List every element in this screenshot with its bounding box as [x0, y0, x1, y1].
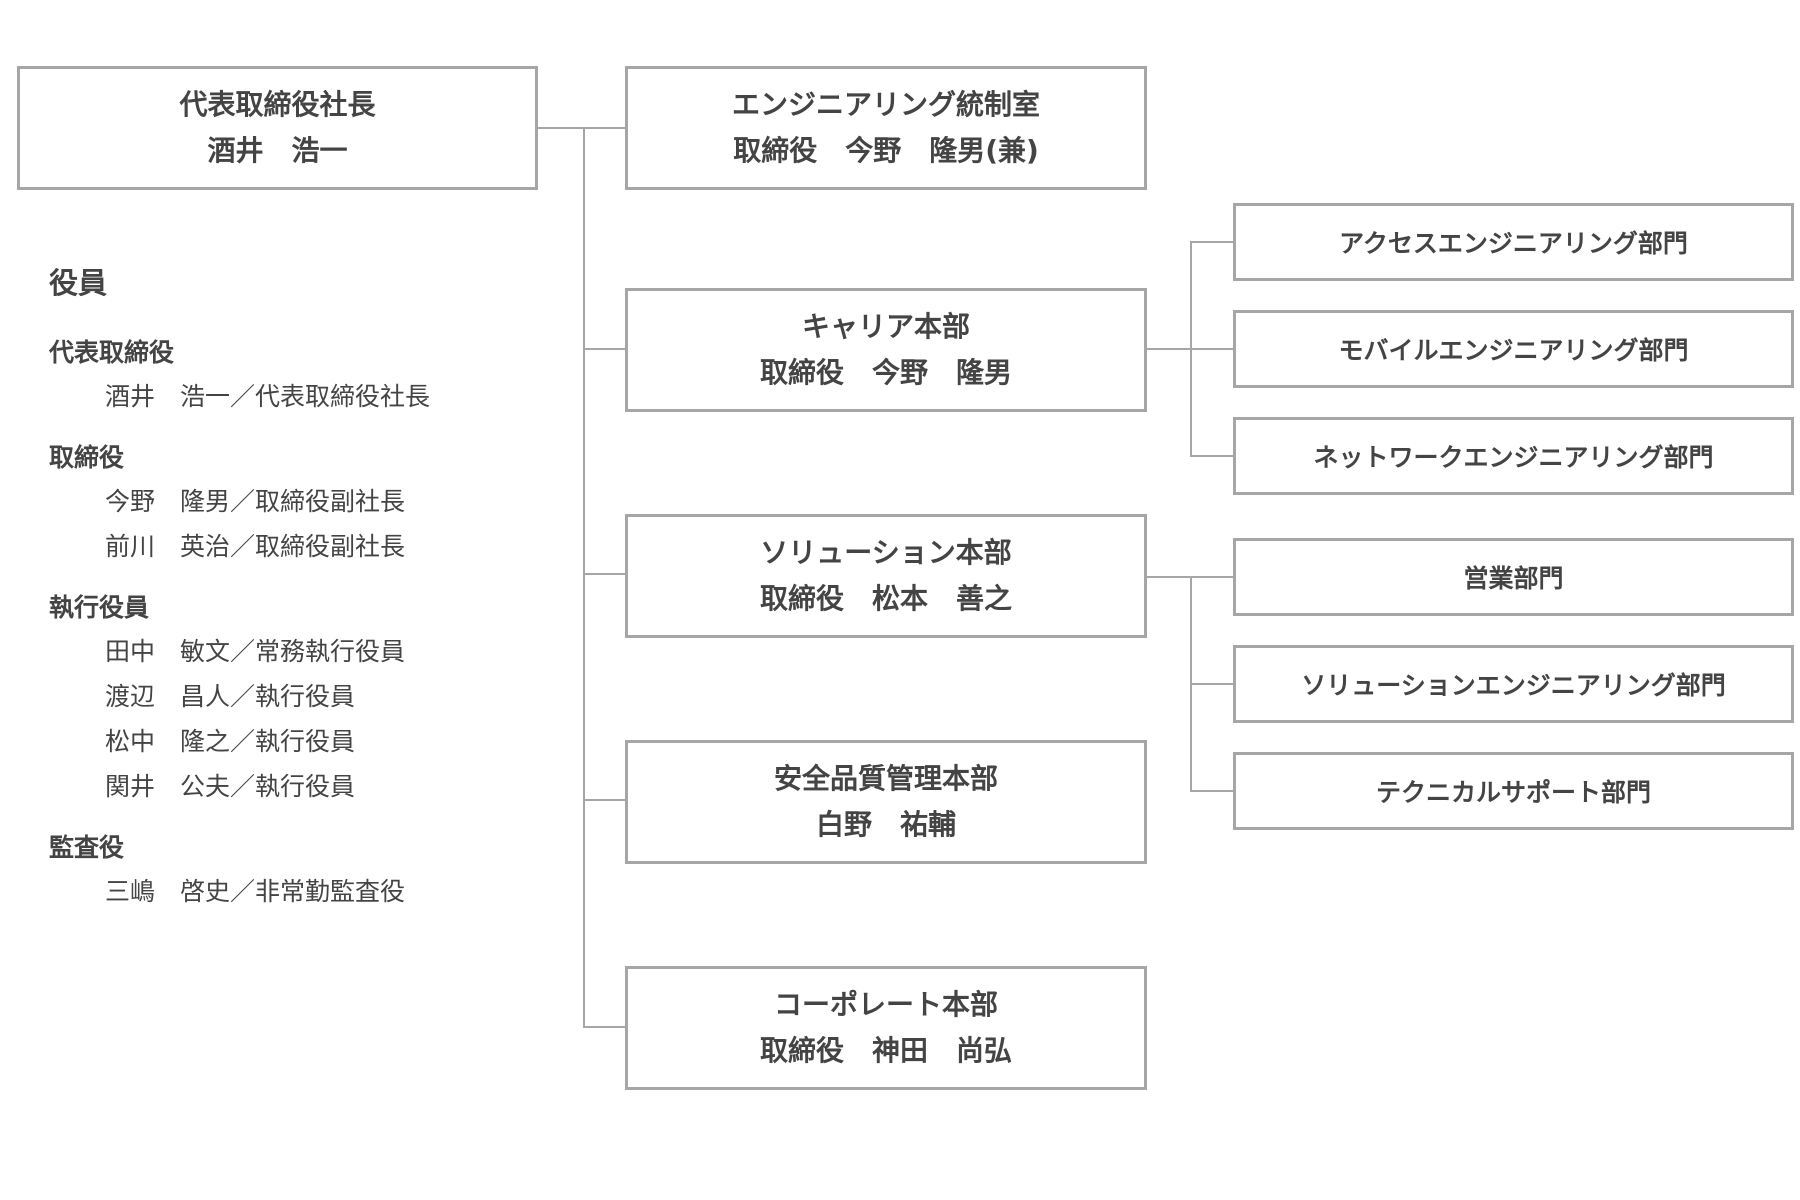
- officers-list: 役員 代表取締役 酒井 浩一／代表取締役社長 取締役 今野 隆男／取締役副社長 …: [49, 262, 549, 932]
- division-box-quality: 安全品質管理本部 白野 祐輔: [625, 740, 1147, 864]
- connector-division-4: [583, 799, 625, 801]
- division-head: 取締役 今野 隆男(兼): [733, 134, 1039, 167]
- officer-member: 松中 隆之／執行役員: [105, 727, 356, 756]
- division-title: エンジニアリング統制室: [731, 88, 1040, 121]
- connector-division-2: [583, 348, 625, 350]
- division-box-corporate: コーポレート本部 取締役 神田 尚弘: [625, 966, 1147, 1090]
- department-box: モバイルエンジニアリング部門: [1233, 310, 1794, 388]
- president-box: 代表取締役社長 酒井 浩一: [17, 66, 538, 190]
- connector-president-trunk: [535, 127, 625, 129]
- department-box: アクセスエンジニアリング部門: [1233, 203, 1794, 281]
- division-title: コーポレート本部: [773, 988, 998, 1021]
- connector-solution-dept-3: [1190, 790, 1235, 792]
- department-box: ネットワークエンジニアリング部門: [1233, 417, 1794, 495]
- division-head: 白野 祐輔: [815, 808, 956, 841]
- president-title: 代表取締役社長: [179, 88, 376, 121]
- department-name: テクニカルサポート部門: [1375, 778, 1651, 807]
- division-title: ソリューション本部: [760, 536, 1012, 569]
- officer-group: 代表取締役 酒井 浩一／代表取締役社長: [49, 332, 549, 419]
- division-head: 取締役 神田 尚弘: [759, 1034, 1012, 1067]
- department-box: 営業部門: [1233, 538, 1794, 616]
- officer-group-title: 監査役: [49, 833, 125, 862]
- officers-title: 役員: [49, 266, 108, 300]
- division-box-carrier: キャリア本部 取締役 今野 隆男: [625, 288, 1147, 412]
- officer-group-title: 取締役: [49, 443, 125, 472]
- connector-carrier-dept-1: [1190, 241, 1235, 243]
- officer-member: 田中 敏文／常務執行役員: [105, 637, 406, 666]
- officer-group: 執行役員 田中 敏文／常務執行役員 渡辺 昌人／執行役員 松中 隆之／執行役員 …: [49, 587, 549, 809]
- connector-division-3: [583, 573, 625, 575]
- officer-member: 渡辺 昌人／執行役員: [105, 682, 356, 711]
- officer-member: 今野 隆男／取締役副社長: [105, 487, 406, 516]
- division-title: 安全品質管理本部: [773, 762, 998, 795]
- officer-member: 関井 公夫／執行役員: [105, 772, 356, 801]
- officer-group: 取締役 今野 隆男／取締役副社長 前川 英治／取締役副社長: [49, 437, 549, 569]
- president-name: 酒井 浩一: [207, 134, 348, 167]
- department-name: モバイルエンジニアリング部門: [1338, 336, 1689, 365]
- connector-carrier-branch: [1190, 241, 1192, 457]
- department-name: アクセスエンジニアリング部門: [1339, 229, 1688, 258]
- officer-member: 三嶋 啓史／非常勤監査役: [105, 877, 406, 906]
- division-box-engineering-control: エンジニアリング統制室 取締役 今野 隆男(兼): [625, 66, 1147, 190]
- division-title: キャリア本部: [801, 310, 970, 343]
- officer-group-title: 執行役員: [49, 593, 150, 622]
- department-box: テクニカルサポート部門: [1233, 752, 1794, 830]
- connector-division-5: [583, 1026, 625, 1028]
- connector-main-trunk: [583, 127, 585, 1028]
- department-name: ネットワークエンジニアリング部門: [1313, 443, 1714, 472]
- division-head: 取締役 松本 善之: [759, 582, 1012, 615]
- department-name: ソリューションエンジニアリング部門: [1301, 671, 1726, 700]
- officer-group-title: 代表取締役: [49, 338, 175, 367]
- connector-carrier-dept-3: [1190, 455, 1235, 457]
- department-box: ソリューションエンジニアリング部門: [1233, 645, 1794, 723]
- officer-member: 前川 英治／取締役副社長: [105, 532, 406, 561]
- officer-member: 酒井 浩一／代表取締役社長: [105, 382, 431, 411]
- department-name: 営業部門: [1463, 564, 1564, 593]
- division-box-solution: ソリューション本部 取締役 松本 善之: [625, 514, 1147, 638]
- officer-group: 監査役 三嶋 啓史／非常勤監査役: [49, 827, 549, 914]
- connector-solution-dept-2: [1190, 683, 1235, 685]
- division-head: 取締役 今野 隆男: [759, 356, 1012, 389]
